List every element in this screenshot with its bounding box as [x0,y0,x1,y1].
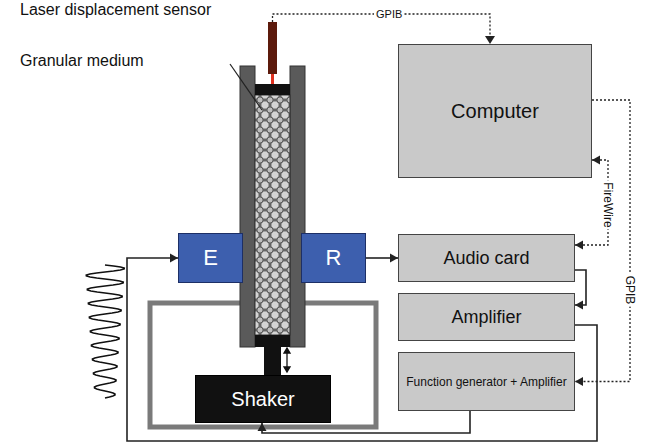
connector-line [575,270,586,305]
node-text: E [203,245,218,271]
arrow-head [575,241,583,250]
node-text: Audio card [443,248,529,269]
signal-wire [366,254,398,263]
arrow-head [390,254,398,263]
vibration-arrow [284,348,290,372]
connector-line [127,258,597,441]
node-text: Amplifier [451,307,521,328]
leader-line [230,64,262,110]
granular-column [255,95,290,335]
signal-wave [86,265,124,398]
arrow-head [575,377,583,386]
arrow-head [170,254,178,263]
arrow-head [575,301,583,310]
bus-label: GPIB [374,7,404,21]
arrow-head [592,156,600,165]
shaker-rod [264,347,281,375]
emitter-transducer: E [178,233,243,283]
arrow-head [258,423,267,431]
node-text: Computer [451,100,539,123]
bus-label: FireWire [601,180,615,229]
node-text: Shaker [231,388,294,411]
tube-wall [290,66,305,347]
arrow-head [485,36,495,44]
top-piston [255,84,290,95]
amplifier-box: Amplifier [398,293,575,341]
audio-card-box: Audio card [398,234,575,282]
computer-box: Computer [398,44,592,178]
laser-sensor [268,22,277,74]
part-label: Granular medium [20,52,144,70]
shaker-box: Shaker [195,375,331,423]
receiver-transducer: R [301,233,366,283]
part-label: Laser displacement sensor [20,1,211,19]
bus-label: GPIB [623,274,637,307]
bottom-piston [255,335,290,347]
laser-beam [271,74,274,84]
node-text: Function generator + Amplifier [406,375,566,389]
signal-wire [575,270,586,310]
node-text: R [326,245,342,271]
tube-wall [240,66,255,347]
function-generator-box: Function generator + Amplifier [398,352,575,411]
